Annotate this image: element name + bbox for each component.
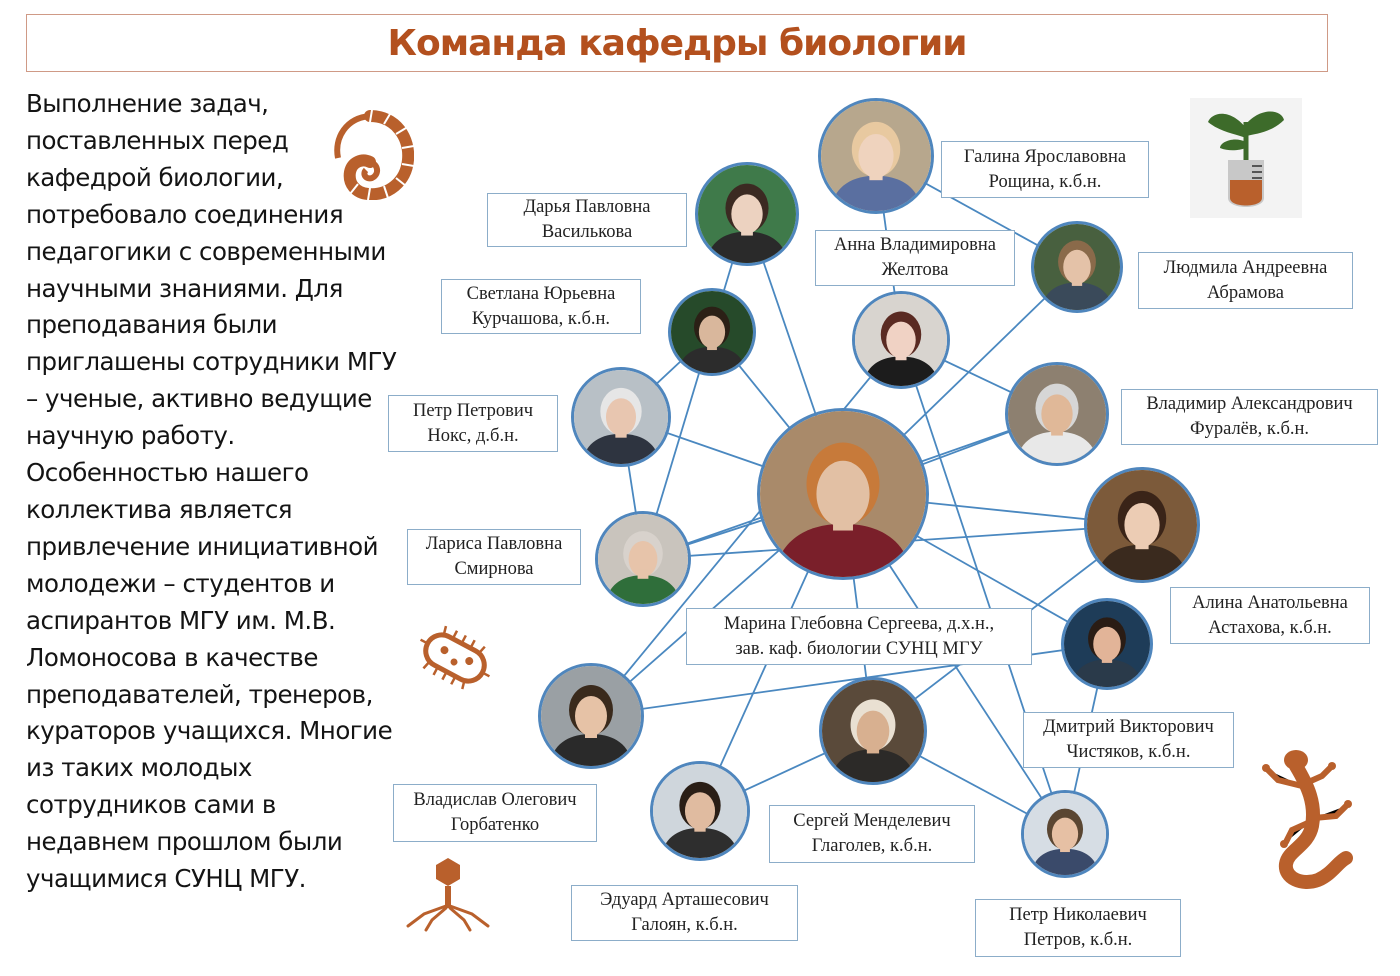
person-name: Анна Владимировна xyxy=(833,235,997,255)
portrait-zheltova xyxy=(852,291,950,389)
bacteriophage-icon xyxy=(406,858,490,932)
person-title: Нокс, д.б.н. xyxy=(427,425,519,446)
person-title: Абрамова xyxy=(1207,282,1284,303)
person-title: Василькова xyxy=(541,222,633,242)
intro-text: Выполнение задач, поставленных перед кафед… xyxy=(26,86,421,898)
bacterium-icon xyxy=(419,625,491,690)
portrait-sergeeva xyxy=(757,408,929,580)
person-name: Светлана Юрьевна xyxy=(466,283,616,304)
portrait-abramova xyxy=(1031,221,1123,313)
person-name: Дарья Павловна xyxy=(523,197,651,217)
person-title: Смирнова xyxy=(454,559,534,579)
person-name: Галина Ярославовна xyxy=(963,146,1127,167)
intro-line: приглашены сотрудники МГУ xyxy=(26,347,397,377)
person-name: Петр Николаевич xyxy=(1009,905,1147,925)
portrait-roshchina xyxy=(818,98,934,214)
connector-line-zheltova-gorbatenko xyxy=(590,339,902,717)
plant-test-tube-icon xyxy=(1190,98,1302,218)
intro-line: научную работу. xyxy=(26,421,235,451)
intro-line: потребовало соединения xyxy=(26,199,344,229)
person-title: Фуралёв, к.б.н. xyxy=(1189,419,1310,439)
portrait-chistyakov xyxy=(1061,598,1153,690)
intro-line: Выполнение задач, xyxy=(26,89,269,118)
intro-line: кураторов учащихся. Многие xyxy=(26,716,393,746)
page-title: Команда кафедры биологии xyxy=(387,22,968,64)
intro-line: сотрудников сами в xyxy=(26,790,276,820)
person-name: Петр Петрович xyxy=(412,400,534,421)
person-title: Курчашова, к.б.н. xyxy=(471,308,611,329)
portrait-galoyan xyxy=(650,761,750,861)
portrait-glagolev xyxy=(819,677,927,785)
person-title: Чистяков, к.б.н. xyxy=(1066,742,1191,762)
name-box-sergeeva: Марина Глебовна Сергеева, д.х.н., зав. ка… xyxy=(686,608,1032,665)
intro-line: преподавателей, тренеров, xyxy=(26,679,373,709)
portrait-vasilkova xyxy=(695,162,799,266)
intro-line: педагогики с современными xyxy=(26,236,386,266)
intro-line: кафедрой биологии, xyxy=(26,162,284,192)
person-title: Астахова, к.б.н. xyxy=(1208,617,1332,638)
ammonite-shell-icon xyxy=(334,109,414,200)
intro-line: из таких молодых xyxy=(26,753,252,783)
person-name: Лариса Павловна xyxy=(425,534,563,554)
intro-line: преподавания были xyxy=(26,310,278,340)
person-name: Эдуард Арташесович xyxy=(600,890,769,910)
intro-line: Особенностью нашего xyxy=(26,458,309,488)
intro-line: молодежи – студентов и xyxy=(26,568,335,598)
person-title: Глаголев, к.б.н. xyxy=(811,836,933,856)
person-title: Галоян, к.б.н. xyxy=(631,915,738,935)
portrait-noks xyxy=(571,367,671,467)
intro-line: – ученые, активно ведущие xyxy=(26,384,372,414)
person-title: Горбатенко xyxy=(450,815,540,835)
person-name: Сергей Менделевич xyxy=(793,811,951,831)
person-name: Владислав Олегович xyxy=(413,790,577,810)
person-name: Дмитрий Викторович xyxy=(1043,717,1214,737)
intro-line: поставленных перед xyxy=(26,125,289,155)
person-title: Желтова xyxy=(881,260,949,280)
person-name: Владимир Александрович xyxy=(1146,394,1353,414)
portrait-petrov xyxy=(1021,790,1109,878)
portrait-kurchashova xyxy=(668,288,756,376)
title-banner: Команда кафедры биологии xyxy=(26,14,1328,72)
intro-line: научными знаниями. Для xyxy=(26,273,343,303)
intro-line: учащимися СУНЦ МГУ. xyxy=(26,864,306,894)
lizard-icon xyxy=(1262,750,1353,889)
person-title: Петров, к.б.н. xyxy=(1023,930,1133,950)
intro-line: коллектива является xyxy=(26,494,293,524)
person-title: зав. каф. биологии СУНЦ МГУ xyxy=(735,638,983,659)
portrait-gorbatenko xyxy=(538,663,644,769)
person-title: Рощина, к.б.н. xyxy=(988,171,1102,192)
intro-line: аспирантов МГУ им. М.В. xyxy=(26,605,336,635)
intro-line: привлечение инициативной xyxy=(26,531,379,561)
person-name: Алина Анатольевна xyxy=(1192,592,1348,613)
portrait-astakhova xyxy=(1084,467,1200,583)
portrait-furalev xyxy=(1005,362,1109,466)
person-name: Марина Глебовна Сергеева, д.х.н., xyxy=(723,613,995,634)
person-name: Людмила Андреевна xyxy=(1163,257,1328,278)
connector-line-vasilkova-smirnova xyxy=(642,213,748,560)
intro-line: недавнем прошлом были xyxy=(26,827,343,857)
portrait-smirnova xyxy=(595,511,691,607)
intro-line: Ломоносова в качестве xyxy=(26,642,318,672)
